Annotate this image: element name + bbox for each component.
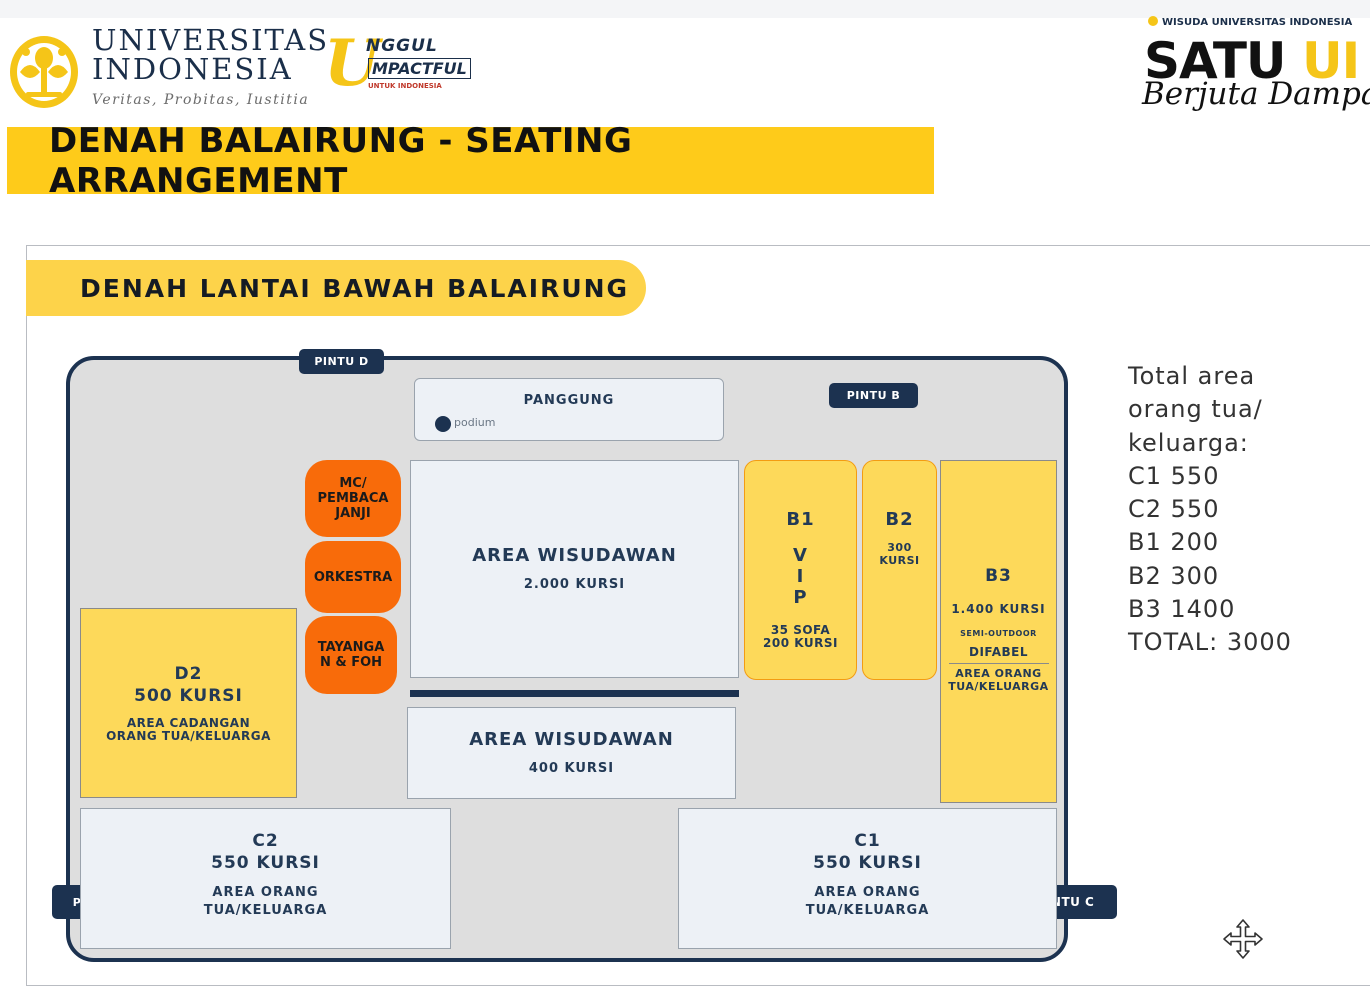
area-d2: D2 500 KURSI AREA CADANGAN ORANG TUA/KEL… — [80, 608, 297, 798]
totals-list: Total area orang tua/ keluarga: C1 550 C… — [1128, 360, 1292, 660]
b2-kursi: KURSI — [879, 554, 920, 567]
area-b1-vip: B1 V I P 35 SOFA 200 KURSI — [744, 460, 857, 680]
b3-area-line1: AREA ORANG — [955, 667, 1042, 680]
university-motto: Veritas, Probitas, Iustitia — [92, 92, 310, 108]
area-tayangan-foh: TAYANGA N & FOH — [305, 616, 397, 694]
b1-vip-p: P — [793, 587, 808, 608]
satu-ui-logo: WISUDA UNIVERSITAS INDONESIA SATU UI Ber… — [1140, 12, 1370, 127]
totals-heading-3: keluarga: — [1128, 428, 1249, 457]
page-title: DENAH BALAIRUNG - SEATING ARRANGEMENT — [49, 120, 633, 201]
wisuda-small-text: WISUDA UNIVERSITAS INDONESIA — [1148, 16, 1352, 28]
slide-subtitle: DENAH LANTAI BAWAH BALAIRUNG — [80, 273, 630, 303]
unggul-word: NGGUL — [366, 36, 438, 56]
podium-dot — [435, 416, 451, 432]
tayangan-label: TAYANGA N & FOH — [317, 640, 385, 670]
area-mc-pembaca-janji: MC/ PEMBACA JANJI — [305, 460, 401, 537]
top-strip — [0, 0, 1370, 18]
b2-seats: 300 — [887, 541, 912, 554]
b3-code: B3 — [985, 566, 1012, 586]
stage-panggung: PANGGUNG — [414, 378, 724, 441]
b3-semi-outdoor: SEMI-OUTDOOR — [960, 629, 1037, 638]
d2-code: D2 — [174, 664, 203, 684]
totals-b2: B2 300 — [1128, 561, 1220, 590]
b1-vip-v: V — [793, 545, 808, 566]
area-wisudawan-small: AREA WISUDAWAN 400 KURSI — [407, 707, 736, 799]
door-pintu-b: PINTU B — [829, 383, 918, 408]
totals-c1: C1 550 — [1128, 461, 1220, 490]
d2-area-line1: AREA CADANGAN — [126, 716, 251, 730]
wisudawan-main-title: AREA WISUDAWAN — [472, 545, 677, 566]
c1-seats: 550 KURSI — [813, 852, 922, 873]
wisudawan-small-title: AREA WISUDAWAN — [469, 729, 674, 750]
b3-difabel: DIFABEL — [968, 645, 1029, 659]
totals-b3: B3 1400 — [1128, 595, 1236, 624]
totals-c2: C2 550 — [1128, 495, 1220, 524]
mc-label: MC/ PEMBACA JANJI — [317, 476, 389, 521]
university-name: UNIVERSITAS INDONESIA Veritas, Probitas,… — [92, 23, 330, 109]
move-cursor-icon[interactable] — [1222, 918, 1264, 960]
c2-seats: 550 KURSI — [211, 852, 320, 873]
totals-heading-1: Total area — [1128, 362, 1256, 390]
podium-label: podium — [454, 416, 496, 429]
wisudawan-main-seats: 2.000 KURSI — [523, 577, 626, 592]
b1-kursi: 200 KURSI — [763, 636, 838, 650]
door-pintu-d: PINTU D — [299, 349, 384, 374]
c2-code: C2 — [252, 830, 279, 851]
divider-bar — [410, 690, 739, 697]
b2-code: B2 — [885, 509, 914, 530]
area-b3: B3 1.400 KURSI SEMI-OUTDOOR DIFABEL AREA… — [940, 460, 1057, 803]
d2-seats: 500 KURSI — [134, 686, 243, 706]
c2-area-line1: AREA ORANG — [212, 884, 319, 900]
unggul-impactful-logo: U NGGUL MPACTFUL UNTUK INDONESIA — [322, 30, 477, 105]
university-line-1: UNIVERSITAS — [92, 23, 330, 57]
c2-area-line2: TUA/KELUARGA — [203, 902, 328, 918]
subtitle-pill: DENAH LANTAI BAWAH BALAIRUNG — [26, 260, 646, 316]
totals-b1: B1 200 — [1128, 528, 1220, 557]
area-wisudawan-main: AREA WISUDAWAN 2.000 KURSI — [410, 460, 739, 678]
satu-ui-wordmark: SATU UI — [1144, 32, 1360, 90]
c1-area-line2: TUA/KELUARGA — [805, 902, 930, 918]
totals-heading-2: orang tua/ — [1128, 395, 1263, 424]
area-b2: B2 300 KURSI — [862, 460, 937, 680]
b3-separator — [948, 663, 1049, 664]
b1-sofa: 35 SOFA — [770, 623, 831, 637]
ui-word: UI — [1301, 32, 1360, 90]
c1-code: C1 — [854, 830, 881, 851]
untuk-indonesia: UNTUK INDONESIA — [368, 82, 442, 90]
b1-vip-i: I — [796, 566, 805, 587]
satu-word: SATU — [1144, 32, 1287, 90]
unggul-u-mark: U — [324, 26, 380, 101]
totals-total: TOTAL: 3000 — [1128, 628, 1292, 657]
university-line-2: INDONESIA — [92, 52, 293, 86]
impactful-word: MPACTFUL — [368, 58, 471, 79]
c1-area-line1: AREA ORANG — [814, 884, 921, 900]
b1-code: B1 — [786, 509, 815, 530]
b3-seats: 1.400 KURSI — [951, 602, 1046, 616]
wisudawan-small-seats: 400 KURSI — [528, 761, 615, 776]
area-orkestra: ORKESTRA — [305, 541, 401, 613]
stage-label: PANGGUNG — [523, 393, 615, 408]
page-title-bar: DENAH BALAIRUNG - SEATING ARRANGEMENT — [7, 121, 934, 201]
ui-makara-logo — [10, 36, 78, 108]
b3-area-line2: TUA/KELUARGA — [948, 680, 1049, 693]
d2-area-line2: ORANG TUA/KELUARGA — [106, 729, 271, 743]
area-c1: C1 550 KURSI AREA ORANG TUA/KELUARGA — [678, 808, 1057, 949]
area-c2: C2 550 KURSI AREA ORANG TUA/KELUARGA — [80, 808, 451, 949]
berjuta-dampak-script: Berjuta Dampak — [1142, 76, 1370, 112]
orkestra-label: ORKESTRA — [313, 569, 393, 585]
